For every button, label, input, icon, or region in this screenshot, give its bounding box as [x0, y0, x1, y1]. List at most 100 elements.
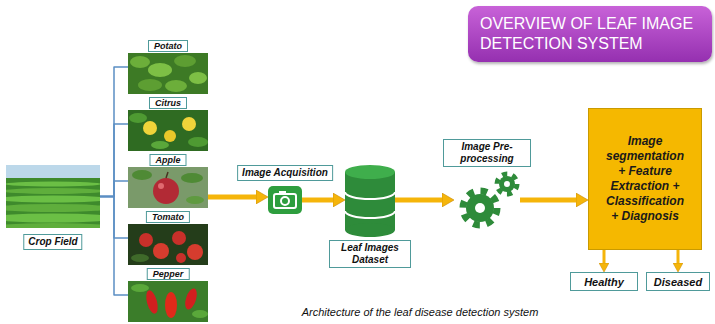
tomato-photo	[128, 224, 208, 265]
bracket-line	[100, 67, 128, 197]
crop-field-photo-part	[6, 165, 100, 180]
crop-field-photo-part	[6, 214, 100, 223]
gears-icon-part	[466, 194, 494, 222]
flow-arrow	[677, 250, 680, 263]
gears-icon-part	[463, 191, 497, 225]
citrus-photo-part	[128, 110, 208, 151]
tomato-photo-part	[139, 233, 153, 247]
potato-photo-part	[128, 53, 208, 94]
flow-arrow	[603, 250, 606, 263]
result-box: Diseased	[646, 272, 710, 291]
tomato-photo-part	[176, 253, 186, 263]
apple-photo-part	[128, 167, 208, 208]
tomato-photo-part	[153, 243, 169, 259]
crop-field-photo-part	[6, 196, 100, 203]
potato-photo-part	[189, 72, 207, 84]
crop-field-node: Crop Field	[6, 165, 100, 228]
node-label: Potato	[148, 40, 188, 52]
database-icon	[345, 165, 395, 237]
pepper-photo-part	[144, 289, 160, 315]
apple-photo-part	[186, 196, 204, 204]
title-banner: OVERVIEW OF LEAF IMAGE DETECTION SYSTEM	[468, 6, 712, 62]
node-label: Image segmentation + Feature Extraction …	[602, 134, 688, 224]
camera-icon-part	[274, 194, 296, 208]
citrus-photo-part	[182, 117, 196, 131]
potato-photo-part	[138, 79, 162, 91]
citrus-photo	[128, 110, 208, 151]
pepper-photo-part	[128, 281, 208, 322]
node-label: Image Pre-processing	[443, 139, 531, 167]
gears-icon-part	[499, 176, 515, 192]
node-label: Leaf Images Dataset	[329, 240, 411, 268]
acquisition-node: Image Acquisition	[268, 186, 302, 214]
bracket-line	[100, 197, 128, 296]
crop-node: Pepper	[128, 268, 208, 322]
bracket-line	[100, 181, 128, 197]
potato-photo-part	[174, 55, 196, 67]
node-label: Citrus	[149, 97, 187, 109]
camera-icon-part	[268, 186, 302, 214]
pepper-photo-part	[165, 292, 177, 318]
crop-node: Apple	[128, 154, 208, 208]
database-icon-part	[345, 165, 395, 179]
node-label: Diseased	[654, 275, 702, 289]
dataset-node: Leaf Images Dataset	[345, 166, 395, 234]
node-label: Healthy	[584, 275, 624, 289]
camera-icon	[268, 186, 302, 214]
potato-photo-part	[165, 80, 187, 92]
database-icon-part	[345, 223, 395, 237]
tomato-photo-part	[128, 224, 208, 265]
pepper-photo-part	[192, 310, 208, 318]
crop-node: Tomato	[128, 211, 208, 265]
apple-photo	[128, 167, 208, 208]
apple-photo-part	[132, 170, 152, 180]
camera-icon-part	[281, 197, 289, 205]
potato-photo	[128, 53, 208, 94]
gears-icon-part	[475, 203, 485, 213]
crop-field-photo-part	[6, 204, 100, 212]
apple-photo-part	[181, 173, 203, 183]
flow-arrow	[208, 195, 256, 200]
node-label: Pepper	[147, 268, 190, 280]
database-icon-part	[345, 172, 395, 230]
potato-photo-part	[130, 56, 150, 68]
process-box: Image segmentation + Feature Extraction …	[588, 108, 702, 250]
apple-photo-part	[166, 172, 168, 178]
apple-photo-part	[158, 183, 164, 189]
crop-field-photo-part	[6, 188, 100, 194]
citrus-photo-part	[129, 113, 147, 123]
apple-photo-part	[153, 178, 179, 204]
pepper-photo	[128, 281, 208, 322]
citrus-photo-part	[164, 130, 176, 142]
pepper-photo-part	[183, 287, 199, 311]
tomato-photo-part	[131, 254, 149, 262]
crop-node: Citrus	[128, 97, 208, 151]
node-label: Crop Field	[23, 234, 82, 250]
bracket-line	[100, 124, 128, 197]
tomato-photo-part	[172, 231, 186, 245]
gears-icon-part	[497, 174, 517, 194]
database-icon-part	[345, 211, 395, 218]
flow-arrow	[395, 198, 442, 203]
flow-arrow	[520, 198, 576, 203]
gears-icon	[463, 174, 517, 225]
crop-field-photo-part	[6, 223, 100, 228]
preprocessing-node: Image Pre-processing	[454, 172, 520, 228]
gears-icon-part	[504, 181, 510, 187]
node-label: Image Acquisition	[237, 165, 333, 181]
crop-field-photo-part	[6, 182, 100, 187]
crop-field-photo	[6, 165, 100, 228]
crop-node: Potato	[128, 40, 208, 94]
citrus-photo-part	[143, 121, 157, 135]
flow-arrow	[302, 198, 333, 203]
database-icon-part	[345, 192, 395, 199]
node-label: Tomato	[146, 211, 190, 223]
figure-caption: Architecture of the leaf disease detecti…	[240, 305, 600, 319]
citrus-photo-part	[188, 137, 208, 147]
citrus-photo-part	[151, 141, 169, 149]
potato-photo-part	[148, 63, 172, 77]
tomato-photo-part	[187, 244, 203, 260]
result-box: Healthy	[570, 272, 638, 291]
pepper-photo-part	[131, 284, 149, 292]
